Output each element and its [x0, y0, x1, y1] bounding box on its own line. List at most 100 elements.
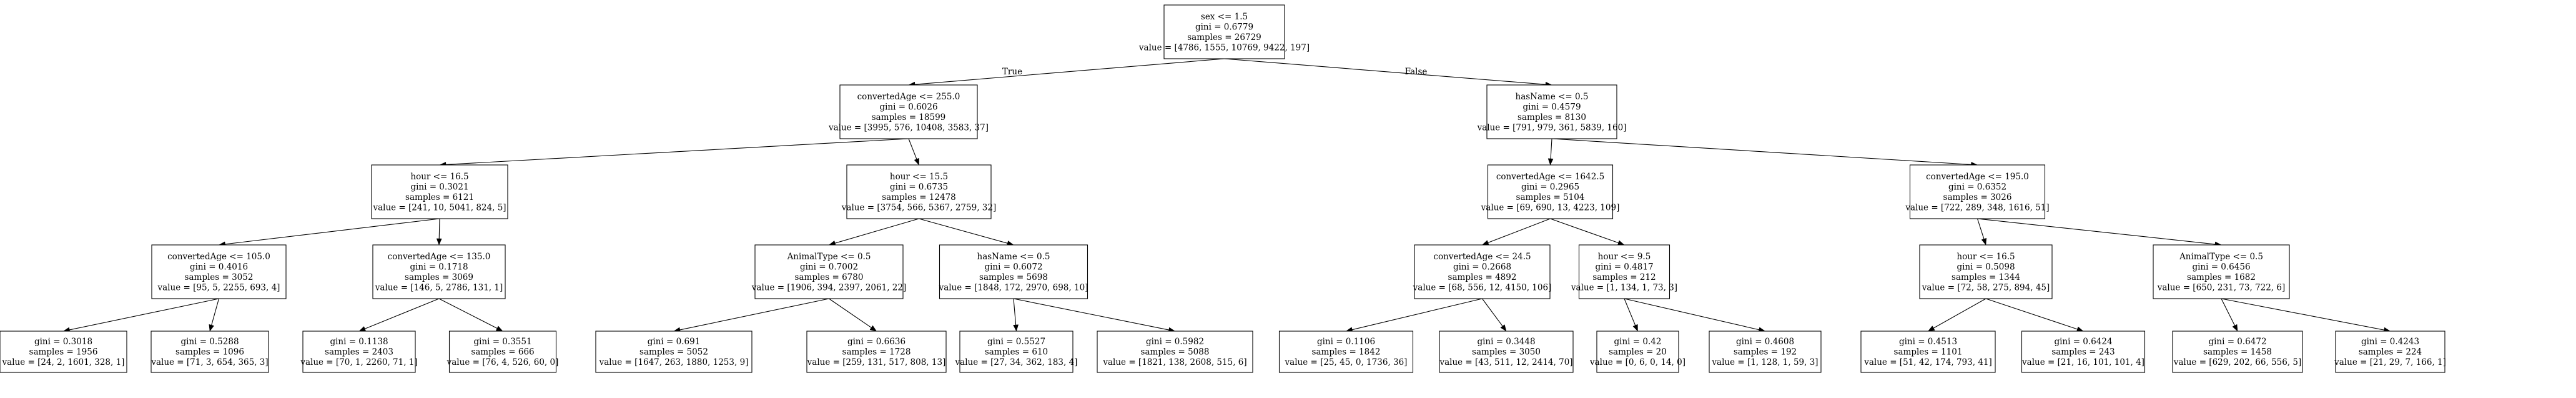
node-line: gini = 0.7002 [800, 262, 858, 272]
arrowhead [914, 157, 919, 166]
tree-edge [1224, 58, 1552, 87]
edge-line [445, 138, 909, 165]
node-box [846, 164, 992, 219]
node-line: samples = 20 [1609, 347, 1667, 357]
tree-edge [919, 218, 1014, 246]
node-line: samples = 6780 [795, 272, 864, 282]
node-line: value = [95, 5, 2255, 693, 4] [157, 282, 280, 292]
node-line: samples = 1682 [2187, 272, 2256, 282]
tree-edge [1482, 298, 1507, 332]
node-line: samples = 1728 [842, 347, 911, 357]
tree-edge [673, 298, 829, 333]
node-line: value = [1, 128, 1, 59, 3] [1711, 357, 1818, 367]
node-line: gini = 0.5288 [180, 337, 239, 347]
tree-edge [1624, 298, 1638, 332]
node-line: gini = 0.5982 [1146, 337, 1204, 347]
node-line: samples = 3026 [1943, 192, 2012, 202]
node-line: value = [259, 131, 517, 808, 13] [807, 357, 946, 367]
node-line: hasName <= 0.5 [977, 252, 1050, 262]
arrowhead [869, 325, 877, 332]
node-line: samples = 1458 [2203, 347, 2272, 357]
node-line: samples = 610 [985, 347, 1048, 357]
node-box [839, 84, 978, 139]
node-box [959, 331, 1073, 373]
node-line: value = [51, 42, 174, 793, 41] [1863, 357, 1992, 367]
node-line: samples = 3052 [185, 272, 254, 282]
node-box [2153, 244, 2290, 299]
node-line: samples = 4892 [1448, 272, 1517, 282]
edge-line [1976, 218, 1985, 239]
arrowhead [436, 238, 442, 246]
arrowhead [1500, 324, 1507, 332]
tree-edge [1481, 218, 1551, 246]
node-box [1486, 84, 1617, 139]
node-box [1163, 4, 1285, 59]
edge-line [225, 218, 440, 245]
node-line: value = [629, 202, 66, 556, 5] [2173, 357, 2302, 367]
node-line: samples = 3069 [405, 272, 473, 282]
arrowhead [1547, 158, 1554, 166]
node-line: gini = 0.6472 [2208, 337, 2266, 347]
node-line: samples = 1096 [175, 347, 244, 357]
node-line: value = [43, 511, 12, 2414, 70] [1439, 357, 1572, 367]
tree-edge [358, 298, 440, 332]
node-line: gini = 0.6779 [1195, 22, 1253, 32]
node-line: value = [69, 690, 13, 4223, 109] [1481, 202, 1620, 212]
node-line: samples = 3050 [1472, 347, 1541, 357]
tree-edge [1927, 298, 1986, 332]
node-line: convertedAge <= 24.5 [1433, 252, 1531, 262]
node-line: gini = 0.4817 [1595, 262, 1653, 272]
node-line: samples = 243 [2051, 347, 2115, 357]
node-box [754, 244, 904, 299]
node-line: value = [3995, 576, 10408, 3583, 37] [828, 122, 989, 132]
tree-edges [62, 58, 2391, 333]
node-box [595, 331, 753, 373]
node-line: value = [722, 289, 348, 1616, 51] [1905, 202, 2049, 212]
node-line: hasName <= 0.5 [1516, 92, 1589, 102]
edge-line [2221, 298, 2236, 326]
node-line: gini = 0.6072 [984, 262, 1042, 272]
edge-line [1482, 298, 1503, 327]
tree-edge [1345, 298, 1483, 332]
node-line: hour <= 9.5 [1598, 252, 1651, 262]
arrowhead [1617, 240, 1625, 246]
tree-edge [1013, 298, 1019, 332]
node-line: gini = 0.3021 [410, 182, 468, 192]
edge-line [919, 218, 1008, 244]
node-box [1709, 331, 1822, 373]
node-line: value = [0, 6, 0, 14, 0] [1589, 357, 1685, 367]
node-box [1278, 331, 1414, 373]
node-line: value = [1848, 172, 2970, 698, 10] [939, 282, 1088, 292]
node-line: gini = 0.4513 [1899, 337, 1957, 347]
node-line: gini = 0.4579 [1522, 102, 1581, 112]
tree-edge [1013, 298, 1176, 333]
node-box [806, 331, 947, 373]
node-line: value = [24, 2, 1601, 328, 1] [2, 357, 125, 367]
node-line: gini = 0.2965 [1521, 182, 1579, 192]
node-line: samples = 8130 [1517, 112, 1586, 122]
node-line: gini = 0.1106 [1317, 337, 1375, 347]
tree-edge [62, 298, 219, 333]
node-line: convertedAge <= 105.0 [167, 252, 270, 262]
tree-edge [1551, 138, 1978, 167]
node-line: hour <= 16.5 [410, 172, 468, 182]
node-line: samples = 192 [1734, 347, 1797, 357]
node-line: value = [1, 134, 1, 73, 3] [1571, 282, 1677, 292]
edge-line [679, 298, 829, 331]
node-box [1578, 244, 1670, 299]
edge-label-false: False [1405, 67, 1428, 77]
